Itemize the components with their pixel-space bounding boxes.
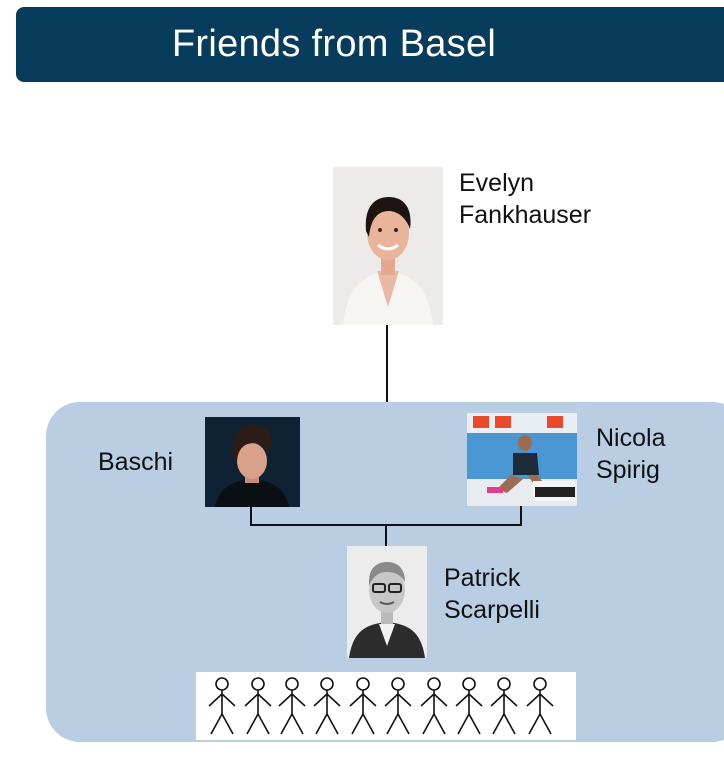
page-title: Friends from Basel — [171, 23, 497, 65]
photo-patrick-scarpelli — [347, 546, 427, 658]
name-baschi: Baschi — [98, 446, 173, 478]
stick-figure-icon — [490, 677, 518, 735]
portrait-man-icon — [205, 417, 300, 507]
stick-figure-icon-row — [208, 677, 554, 735]
stick-figure-icon — [208, 677, 236, 735]
connector-left-down — [250, 507, 252, 525]
name-evelyn-fankhauser: Evelyn Fankhauser — [459, 167, 591, 231]
name-patrick-scarpelli: Patrick Scarpelli — [444, 562, 540, 626]
photo-baschi — [205, 417, 300, 507]
photo-nicola-spirig — [467, 413, 577, 506]
title-banner: Friends from Basel — [16, 7, 724, 82]
portrait-woman-icon — [333, 167, 443, 325]
last-name: Fankhauser — [459, 201, 592, 229]
stick-figure-icon — [420, 677, 448, 735]
first-name: Nicola — [596, 424, 666, 452]
first-name: Baschi — [98, 448, 174, 476]
stick-figure-icon — [384, 677, 412, 735]
photo-evelyn-fankhauser — [333, 167, 443, 325]
last-name: Spirig — [596, 456, 660, 484]
name-nicola-spirig: Nicola Spirig — [596, 422, 665, 486]
connector-top — [386, 325, 388, 403]
first-name: Evelyn — [459, 169, 535, 197]
crowd-stick-figures — [196, 672, 576, 740]
stick-figure-icon — [526, 677, 554, 735]
connector-right-down — [520, 506, 522, 525]
stick-figure-icon — [455, 677, 483, 735]
first-name: Patrick — [444, 564, 521, 592]
last-name: Scarpelli — [444, 596, 540, 624]
stick-figure-icon — [278, 677, 306, 735]
stick-figure-icon — [349, 677, 377, 735]
connector-center-down — [385, 524, 387, 546]
portrait-man-glasses-icon — [347, 546, 427, 658]
portrait-athlete-icon — [467, 413, 577, 506]
stick-figure-icon — [313, 677, 341, 735]
stick-figure-icon — [244, 677, 272, 735]
